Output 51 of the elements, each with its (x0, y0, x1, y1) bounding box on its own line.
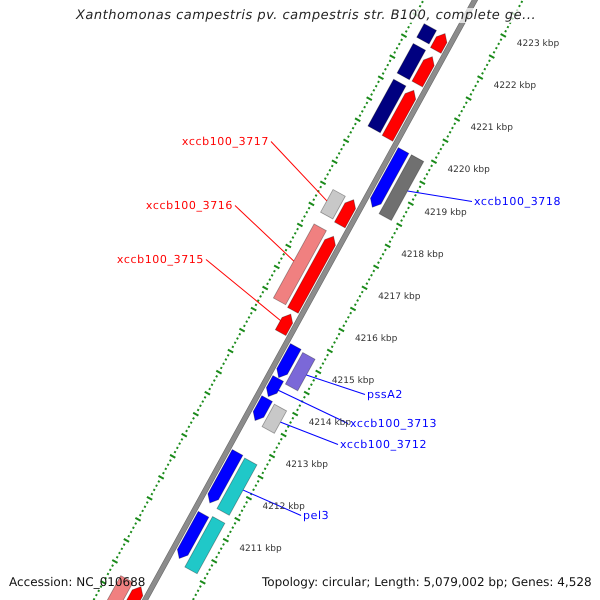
gene-feature (276, 343, 302, 378)
gene-feature (272, 223, 327, 306)
leader-line (407, 190, 472, 202)
gene-feature (274, 314, 294, 336)
gene-label: xccb100_3716 (146, 199, 233, 212)
tick-label: 4218 kbp (401, 250, 444, 260)
gene-label: pel3 (303, 509, 330, 522)
gene-label: xccb100_3715 (116, 253, 204, 266)
tick-label: 4211 kbp (239, 544, 282, 554)
tick-label: 4221 kbp (470, 123, 513, 134)
gene-feature (284, 352, 316, 392)
tick-label: 4212 kbp (262, 502, 305, 512)
tick-label: 4216 kbp (354, 334, 398, 344)
gene-feature (382, 90, 416, 142)
gene-label: xccb100_3713 (350, 417, 438, 430)
gene-label: xccb100_3717 (182, 135, 269, 148)
gene-feature (430, 33, 448, 54)
gene-feature (208, 449, 244, 504)
gene-feature (416, 23, 437, 44)
gene-feature (176, 510, 210, 559)
gene-label: xccb100_3718 (474, 195, 562, 208)
leader-line (234, 205, 294, 262)
tick-label: 4220 kbp (447, 165, 490, 176)
summary-text: Topology: circular; Length: 5,079,002 bp; Genes: 4,528 (262, 575, 592, 589)
tick-label: 4223 kbp (516, 39, 560, 50)
gene-label: pssA2 (367, 388, 403, 401)
gene-feature (367, 78, 406, 134)
leader-line (278, 390, 348, 424)
title: Xanthomonas campestris pv. campestris str. B100, complete ge... (76, 8, 536, 23)
gene-feature (287, 236, 336, 314)
gene-feature (216, 458, 258, 516)
gene-feature (396, 42, 426, 80)
gene-label: xccb100_3712 (340, 438, 428, 451)
gene-feature (266, 375, 284, 398)
gene-feature (262, 404, 288, 434)
leader-line (280, 422, 338, 445)
gene-feature (184, 516, 226, 574)
gene-feature (378, 154, 424, 221)
gene-feature (252, 395, 273, 422)
tick-label: 4213 kbp (286, 460, 328, 470)
tick-label: 4217 kbp (378, 292, 420, 302)
tick-label: 4222 kbp (494, 81, 536, 92)
gene-feature (334, 199, 356, 228)
leader-line (306, 374, 366, 395)
gene-feature (320, 188, 346, 220)
gene-feature (411, 56, 435, 88)
tick-label: 4219 kbp (424, 208, 467, 218)
tick-label: 4214 kbp (308, 418, 352, 428)
gene-feature (370, 147, 410, 208)
leader-line (242, 490, 302, 516)
tick-label: 4215 kbp (332, 376, 374, 386)
